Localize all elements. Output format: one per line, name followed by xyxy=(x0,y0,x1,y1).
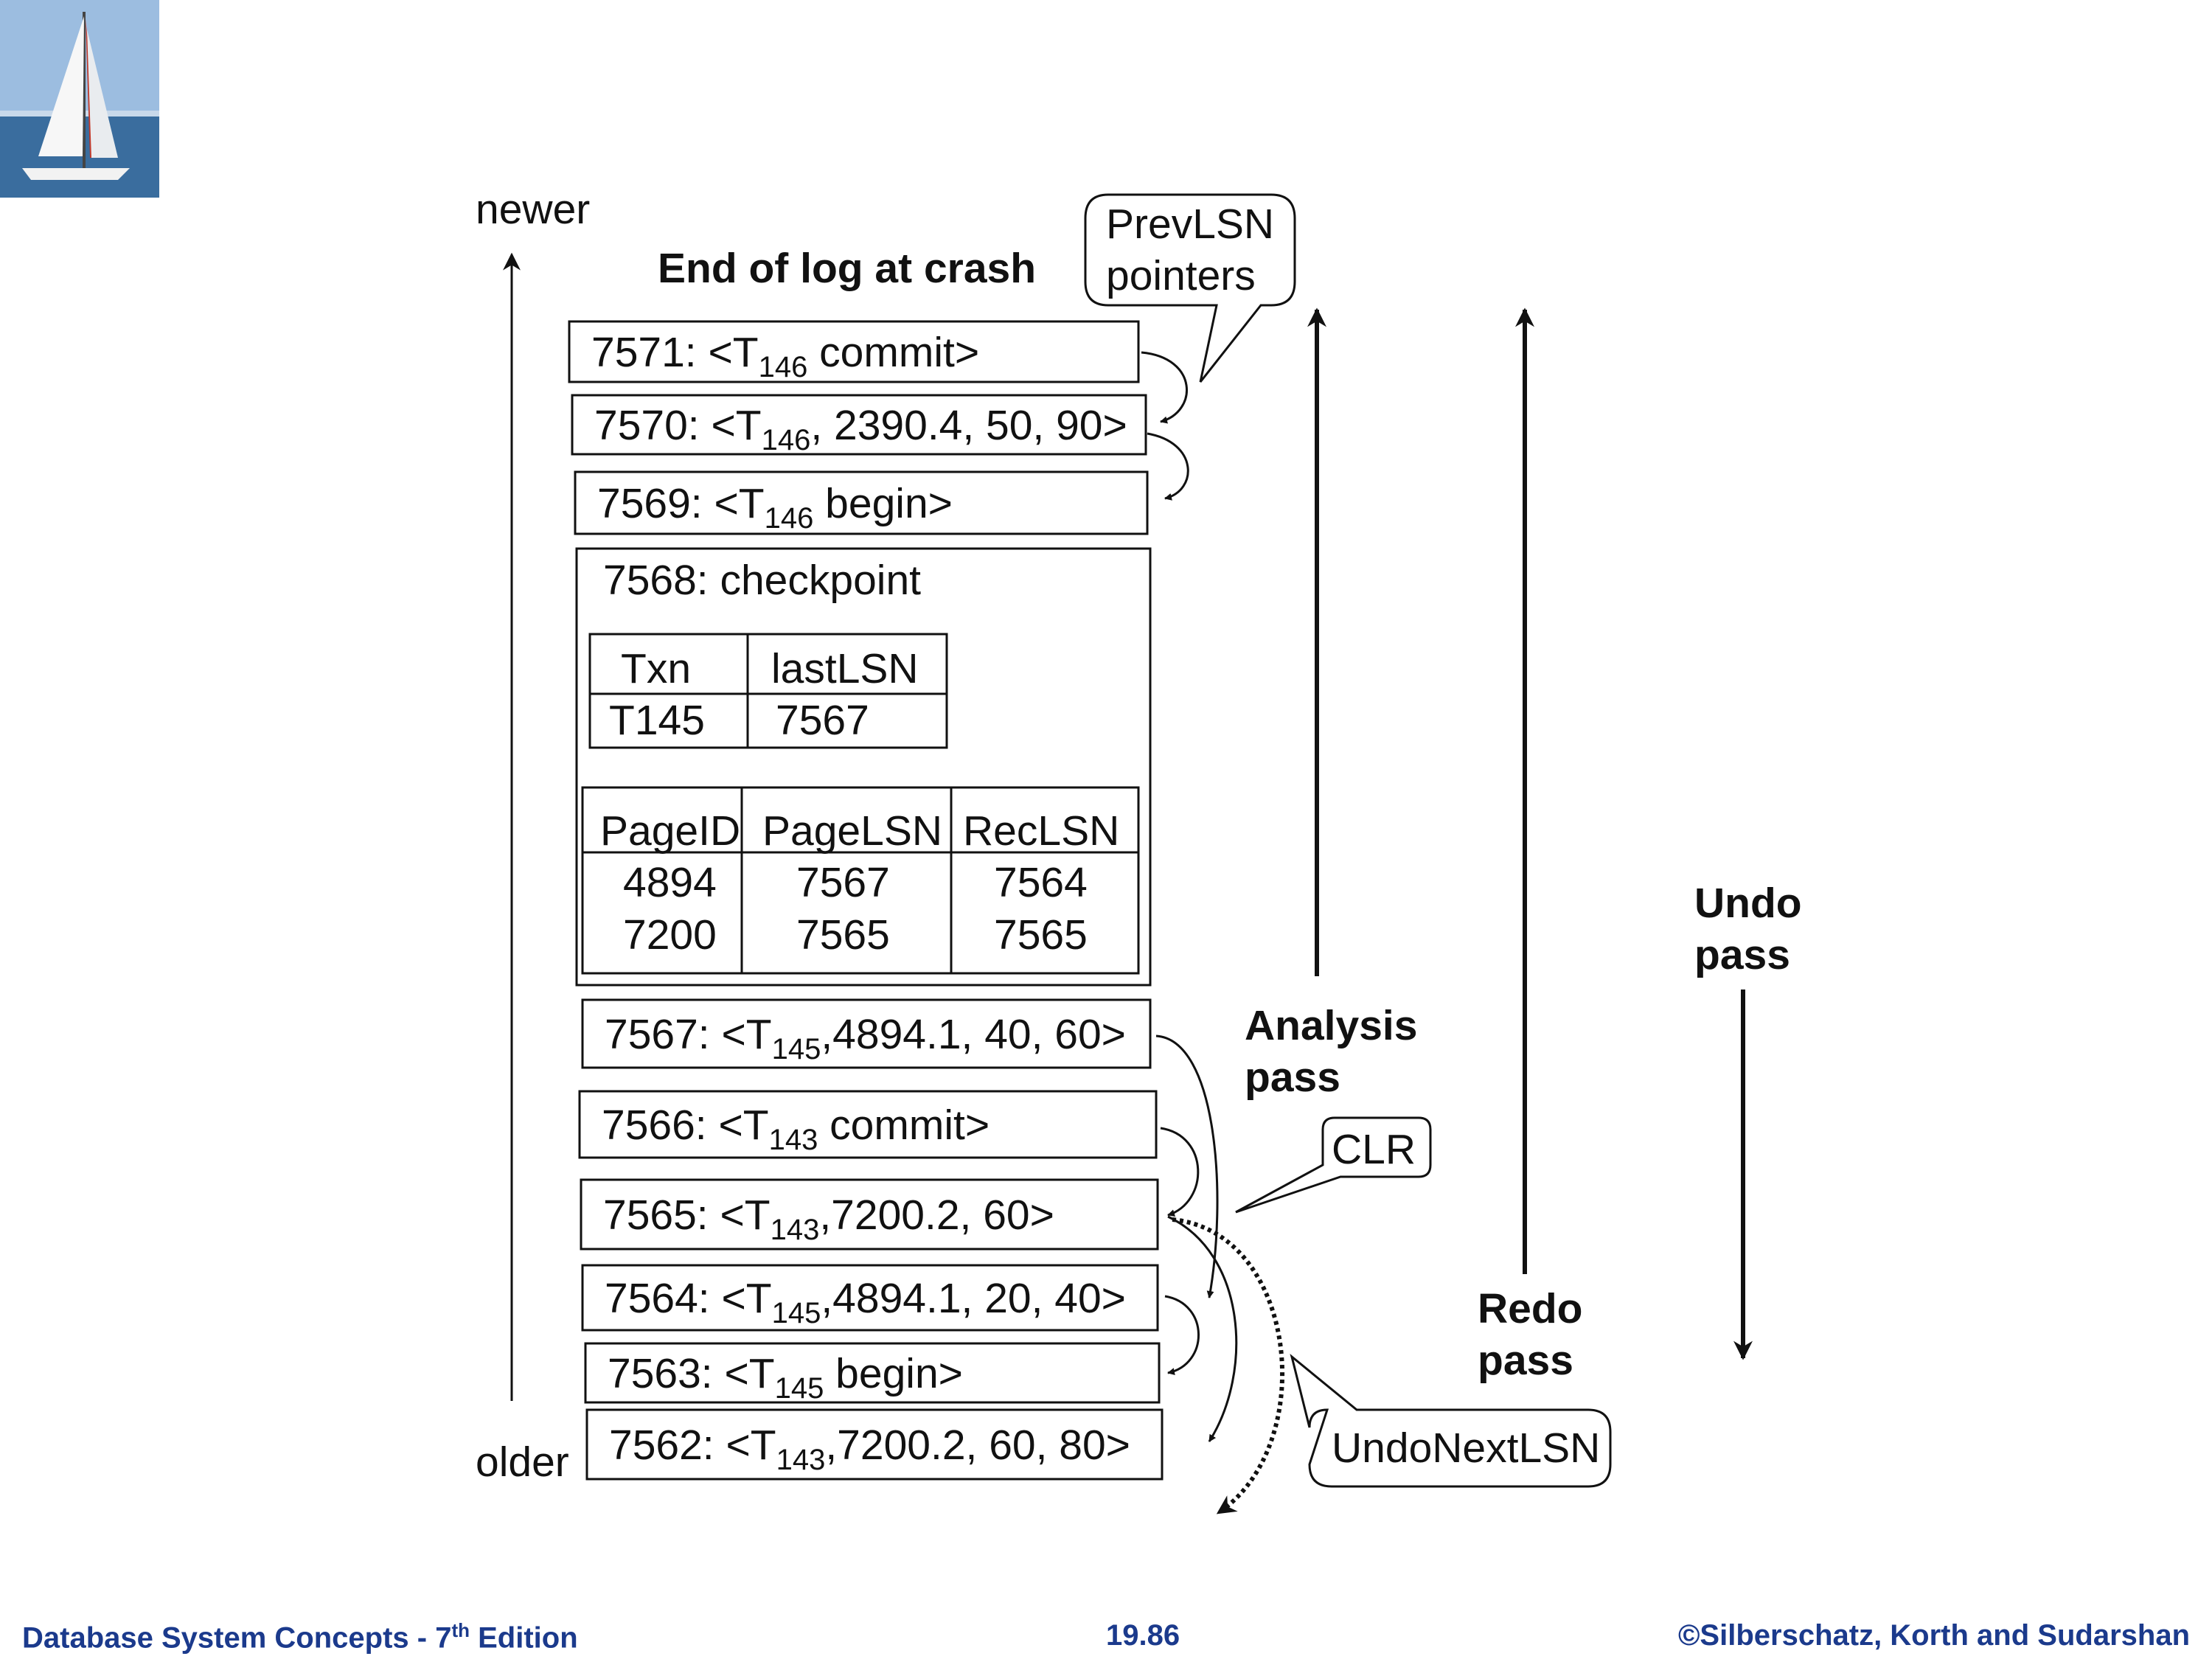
reclsn-cell: 7565 xyxy=(994,911,1088,959)
log-record: 7571: <T146 commit> xyxy=(568,320,1140,383)
newer-label: newer xyxy=(476,186,590,233)
dirty-page-table: PageID PageLSN RecLSN 4894 7567 7564 720… xyxy=(581,786,1140,975)
analysis-pass-label-line2: pass xyxy=(1245,1054,1340,1101)
transaction-table: Txn lastLSN T145 7567 xyxy=(588,633,948,749)
lastlsn-header: lastLSN xyxy=(771,645,919,692)
sailboat-logo xyxy=(0,0,159,198)
txn-header: Txn xyxy=(621,645,691,692)
undonextlsn-callout-text: UndoNextLSN xyxy=(1332,1425,1600,1472)
clr-callout: CLR xyxy=(1235,1116,1432,1214)
prevlsn-callout-line1: PrevLSN xyxy=(1106,201,1274,248)
prevlsn-pointer-arrows xyxy=(1141,351,1238,1442)
prevlsn-callout: PrevLSN pointers xyxy=(1084,193,1296,383)
reclsn-cell: 7564 xyxy=(994,859,1088,906)
log-record: 7565: <T143,7200.2, 60> xyxy=(580,1178,1159,1251)
pagelsn-cell: 7565 xyxy=(796,911,890,959)
log-record: 7567: <T145,4894.1, 40, 60> xyxy=(581,998,1152,1069)
redo-pass-label-line2: pass xyxy=(1478,1337,1573,1384)
log-record: 7564: <T145,4894.1, 20, 40> xyxy=(581,1264,1159,1332)
log-record: 7569: <T146 begin> xyxy=(574,470,1149,535)
log-record-text: 7565: <T143,7200.2, 60> xyxy=(603,1192,1054,1246)
footer-book-title-tail: Edition xyxy=(470,1621,578,1655)
lastlsn-cell: 7567 xyxy=(776,697,869,744)
prevlsn-callout-line2: pointers xyxy=(1106,252,1256,299)
undo-pass-label-line2: pass xyxy=(1694,931,1790,978)
log-record-text: 7571: <T146 commit> xyxy=(591,329,979,383)
undonextlsn-dotted-arrow xyxy=(1172,1217,1285,1515)
log-record-text: 7567: <T145,4894.1, 40, 60> xyxy=(605,1011,1126,1065)
undonextlsn-callout: UndoNextLSN xyxy=(1290,1353,1612,1488)
log-record: 7566: <T143 commit> xyxy=(578,1090,1158,1159)
footer-book-title: Database System Concepts - 7th Edition xyxy=(22,1619,578,1655)
footer-copyright: ©Silberschatz, Korth and Sudarshan xyxy=(1677,1619,2190,1652)
footer-book-title-main: Database System Concepts - 7 xyxy=(22,1621,452,1655)
log-record-text: 7564: <T145,4894.1, 20, 40> xyxy=(605,1275,1126,1329)
older-label: older xyxy=(476,1439,569,1486)
log-record-text: 7563: <T145 begin> xyxy=(608,1350,963,1405)
analysis-pass-label-line1: Analysis xyxy=(1245,1002,1417,1049)
log-record: 7570: <T146, 2390.4, 50, 90> xyxy=(571,394,1147,456)
log-records: 7571: <T146 commit> 7570: <T146, 2390.4, … xyxy=(568,320,1164,1481)
end-of-log-heading: End of log at crash xyxy=(658,245,1036,292)
footer-page-number: 19.86 xyxy=(1106,1619,1180,1652)
log-record-text: 7569: <T146 begin> xyxy=(597,480,953,535)
txn-cell: T145 xyxy=(609,697,705,744)
log-record: 7563: <T145 begin> xyxy=(584,1342,1161,1405)
pageid-header: PageID xyxy=(600,807,740,855)
pagelsn-header: PageLSN xyxy=(762,807,942,855)
log-record-text: 7562: <T143,7200.2, 60, 80> xyxy=(609,1422,1130,1476)
redo-pass-label-line1: Redo xyxy=(1478,1285,1583,1332)
pageid-cell: 4894 xyxy=(623,859,717,906)
footer-book-title-sup: th xyxy=(451,1619,470,1641)
pageid-cell: 7200 xyxy=(623,911,717,959)
log-record-text: 7566: <T143 commit> xyxy=(602,1102,990,1156)
reclsn-header: RecLSN xyxy=(963,807,1119,855)
checkpoint-title: 7568: checkpoint xyxy=(603,557,921,604)
checkpoint-record: 7568: checkpoint Txn lastLSN T145 7567 P… xyxy=(575,547,1152,987)
undo-pass-label-line1: Undo xyxy=(1694,880,1802,927)
pagelsn-cell: 7567 xyxy=(796,859,890,906)
log-record-text: 7570: <T146, 2390.4, 50, 90> xyxy=(594,402,1127,456)
clr-callout-text: CLR xyxy=(1332,1126,1416,1173)
log-record: 7562: <T143,7200.2, 60, 80> xyxy=(585,1408,1164,1481)
